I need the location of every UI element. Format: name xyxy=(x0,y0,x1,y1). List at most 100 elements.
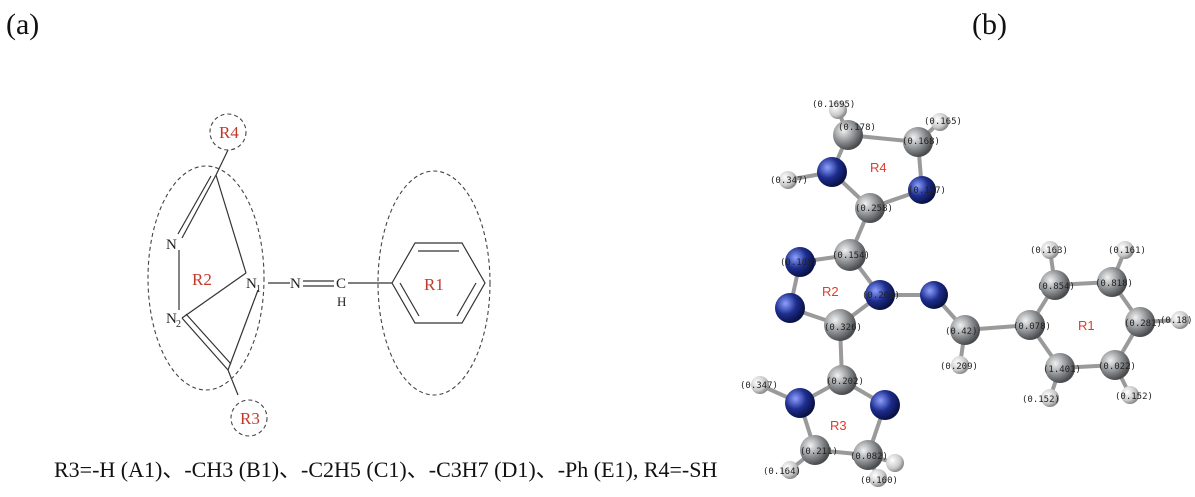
atoms-3d xyxy=(751,101,1189,487)
carbon-atom xyxy=(833,120,863,150)
model-ring-label-r4: R4 xyxy=(870,160,887,175)
ring-label-r4: R4 xyxy=(219,123,239,142)
bond xyxy=(181,272,247,319)
charge-label: (0.347) xyxy=(740,381,778,391)
nitrogen-atom xyxy=(817,157,847,187)
bond xyxy=(185,313,232,365)
nitrogen-atom xyxy=(870,390,900,420)
carbon-atom xyxy=(1125,307,1155,337)
nitrogen-atom xyxy=(775,293,805,323)
hydrogen-atom xyxy=(1041,389,1059,407)
hydrogen-atom xyxy=(931,113,949,131)
atom-n-bottom: N xyxy=(166,311,177,327)
charge-label: (0.189) xyxy=(780,258,818,268)
model-ring-label-r1: R1 xyxy=(1078,318,1095,333)
carbon-atom xyxy=(855,193,885,223)
nitrogen-atom xyxy=(908,176,936,204)
charge-label: (0.168) xyxy=(902,137,940,147)
hydrogen-atom xyxy=(869,469,887,487)
carbon-atom xyxy=(950,315,980,345)
model-ring-label-r3: R3 xyxy=(830,418,847,433)
atom-n-ring-sub: 1 xyxy=(256,284,261,295)
charge-label: (0.1695) xyxy=(812,100,855,110)
substituent-caption: R3=-H (A1)、-CH3 (B1)、-C2H5 (C1)、-C3H7 (D… xyxy=(54,457,718,482)
charge-label: (0.178) xyxy=(838,123,876,133)
nitrogen-atom xyxy=(865,280,895,310)
bond xyxy=(215,174,247,274)
structure-diagram: N N 2 N 1 N C H R4 R2 R3 R1 xyxy=(147,113,491,437)
charge-label: (0.022) xyxy=(1098,362,1136,372)
charge-label: (1.401) xyxy=(1043,365,1081,375)
hydrogen-atom xyxy=(751,376,769,394)
charge-label: (0.163) xyxy=(1030,246,1068,256)
carbon-atom xyxy=(834,239,866,271)
atom-n-top: N xyxy=(166,237,177,253)
atom-n-bottom-sub: 2 xyxy=(176,319,181,330)
charge-label: (0.209) xyxy=(940,362,978,372)
panel-label-b: (b) xyxy=(972,8,1007,41)
bond xyxy=(399,282,420,317)
nitrogen-atom xyxy=(785,247,815,277)
charge-label: (0.152) xyxy=(1115,392,1153,402)
carbon-atom xyxy=(1045,353,1075,383)
hydrogen-atom xyxy=(1041,241,1059,259)
bond xyxy=(177,175,212,235)
charge-label: (0.160) xyxy=(860,476,898,486)
charge-label: (0.078) xyxy=(1013,322,1051,332)
carbon-atom xyxy=(1015,310,1045,340)
r4-circle xyxy=(209,113,247,151)
charge-label: (0.854) xyxy=(1037,282,1075,292)
panel-label-a: (a) xyxy=(6,8,40,41)
hydrogen-atom xyxy=(781,461,799,479)
carbon-atom xyxy=(903,127,933,157)
atom-n-ring: N xyxy=(246,276,257,292)
charge-label: (0.281) xyxy=(1124,319,1162,329)
hydrogen-atom xyxy=(886,454,904,472)
charge-label: (0.42) xyxy=(945,327,978,337)
carbon-atom xyxy=(1040,270,1070,300)
atom-c-chain: C xyxy=(336,276,346,292)
charge-label: (0.154) xyxy=(832,251,870,261)
carbon-atom xyxy=(827,365,857,395)
charge-label: (0.082) xyxy=(850,452,888,462)
charge-label: (0.211) xyxy=(800,447,838,457)
charge-label: (0.204) xyxy=(862,291,900,301)
charge-label: (0.326) xyxy=(824,323,862,333)
bond-r4 xyxy=(215,149,229,176)
carbon-atom xyxy=(800,435,830,465)
charge-label: (0.258) xyxy=(855,204,893,214)
bond-r3 xyxy=(227,369,239,396)
carbon-atom xyxy=(1100,350,1130,380)
charge-labels: (0.1695) (0.178) (0.165) (0.168) (0.347)… xyxy=(740,100,1193,486)
nitrogen-atom xyxy=(785,388,815,418)
charge-label: (0.165) xyxy=(924,117,962,127)
charge-label: (0.18) xyxy=(1160,316,1193,326)
ring-label-r2: R2 xyxy=(192,270,212,289)
r1-ellipse xyxy=(377,170,491,396)
r3-circle xyxy=(230,399,268,437)
ring-label-r3: R3 xyxy=(240,409,260,428)
charge-label: (0.347) xyxy=(770,176,808,186)
hydrogen-atom xyxy=(779,171,797,189)
charge-label: (0.161) xyxy=(1108,246,1146,256)
charge-label: (0.152) xyxy=(1022,395,1060,405)
bond xyxy=(227,289,259,371)
benzene-ring xyxy=(391,242,486,324)
hydrogen-atom xyxy=(1116,241,1134,259)
model-ring-label-r2: R2 xyxy=(822,284,839,299)
charge-label: (0.202) xyxy=(826,377,864,387)
charge-label: (0.818) xyxy=(1095,279,1133,289)
bond xyxy=(181,174,217,239)
charge-label: (0.164) xyxy=(763,467,801,477)
hydrogen-atom xyxy=(1121,386,1139,404)
atom-n-chain: N xyxy=(290,276,301,292)
r2-ellipse xyxy=(147,165,265,391)
carbon-atom xyxy=(824,309,856,341)
bond xyxy=(456,282,477,317)
atom-h-chain: H xyxy=(337,294,346,309)
carbon-atom xyxy=(1097,267,1127,297)
hydrogen-atom xyxy=(951,356,969,374)
ring-label-r1: R1 xyxy=(424,275,444,294)
charge-label: (0.157) xyxy=(908,186,946,196)
bond xyxy=(181,317,229,371)
